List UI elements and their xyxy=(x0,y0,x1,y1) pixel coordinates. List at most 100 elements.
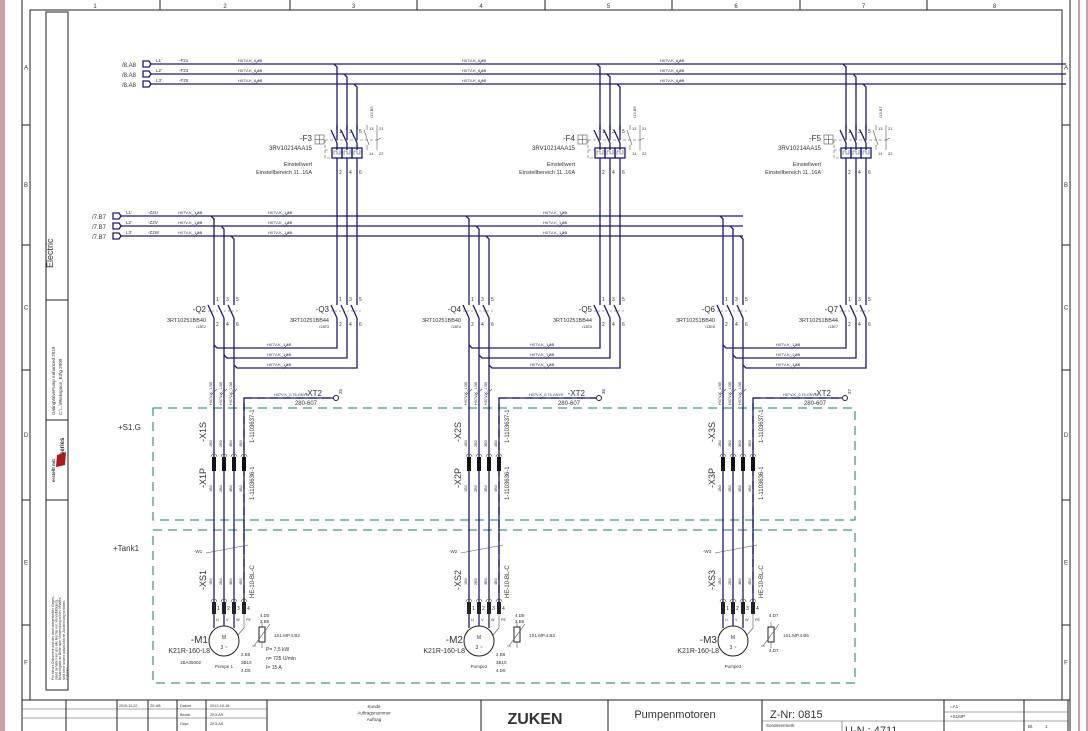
pin-number: 6 xyxy=(491,322,494,328)
motor-terminal xyxy=(222,602,226,614)
column-label: 2 xyxy=(223,4,227,10)
contact-blade xyxy=(350,129,358,144)
core-label: 2B0 xyxy=(474,485,478,492)
core-label: 2B0 xyxy=(474,440,478,447)
motor-type: K21R-160-L8 xyxy=(168,648,210,655)
motor-speed: n= 725 U/min xyxy=(266,656,296,662)
socket-icon xyxy=(729,453,737,458)
wire-slash xyxy=(253,79,260,86)
feed-arrow-icon xyxy=(112,212,122,220)
pin-number: 2 xyxy=(471,322,474,328)
pin-number: 3 xyxy=(481,297,484,303)
wire-spec: H07V-K_1.5B xyxy=(209,382,213,405)
core-label: 4B0 xyxy=(239,578,243,585)
location-label: +S1.G xyxy=(118,423,141,432)
contactor-type: 3RT10251BB40 xyxy=(167,318,206,324)
motor-icon xyxy=(463,625,495,657)
breaker-ref: /13.B7 xyxy=(878,106,883,118)
motor-terminal xyxy=(467,602,471,614)
wire-spec: H07V-K_1.5B xyxy=(728,382,732,405)
pin-number: 5 xyxy=(359,129,362,135)
terminal-part: 280-607 xyxy=(295,401,318,407)
core-label: 4B0 xyxy=(239,485,243,492)
pe-line xyxy=(752,397,842,606)
core-label: 2B0 xyxy=(728,485,732,492)
wire-spec: H07V-K_6.0B xyxy=(462,78,487,83)
wire-slash xyxy=(253,59,260,66)
breaker-range: Einstellbereich 11..16A xyxy=(519,170,575,176)
contactor-feed-line xyxy=(485,235,490,300)
plug-tag: -X1P xyxy=(198,468,208,488)
customer-label: Auftrag xyxy=(367,717,382,722)
return-line xyxy=(742,325,867,369)
mechanical-link xyxy=(324,139,379,159)
e3-series-logo: series xyxy=(56,437,66,467)
breaker-type: 3RV10214AA15 xyxy=(532,146,576,152)
location-box-s1g xyxy=(152,407,856,521)
wire-spec: H07V-K_6.0B xyxy=(238,58,263,63)
overload-icon xyxy=(862,150,870,155)
contact-blade xyxy=(340,129,348,144)
wire-spec: H07V-K_1.5B xyxy=(229,382,233,405)
disclaimer-line: sind ohne unsere ausdrückliche Zustimmun… xyxy=(62,600,66,680)
motor-terminal-number: 4 xyxy=(756,606,759,612)
contactor-ref: /13E5 xyxy=(582,325,592,329)
contact-blade xyxy=(472,304,480,319)
thermistor-ref: 1S1.MP.4.B3 xyxy=(529,633,555,638)
pin-number: 2 xyxy=(602,322,605,328)
motor-symbol-phase: 3 ~ xyxy=(220,645,227,651)
motor-terminal xyxy=(751,602,755,614)
wire-slash xyxy=(485,388,493,396)
socket-icon xyxy=(230,598,238,603)
core-label: 1B0 xyxy=(209,485,213,492)
terminal-number: 36 xyxy=(601,388,606,394)
breaker-feed-line xyxy=(606,73,611,140)
wire-slash xyxy=(282,363,289,370)
terminal-icon xyxy=(842,395,848,401)
function-designation: =A1 xyxy=(950,704,959,709)
column-label: 3 xyxy=(352,4,356,10)
wire-segment xyxy=(639,137,645,141)
pe-line xyxy=(498,397,596,606)
breaker-tag: -F4 xyxy=(563,134,576,143)
core-label: 1B0 xyxy=(718,578,722,585)
wire-slash xyxy=(283,231,290,238)
core-label: 4B0 xyxy=(494,485,498,492)
core-label: 2B0 xyxy=(728,578,732,585)
outer-frame xyxy=(21,0,1071,731)
drawing-title: Pumpenmotoren xyxy=(634,709,715,721)
plug-pin xyxy=(467,457,471,471)
socket-icon xyxy=(485,453,493,458)
pin-number: 5 xyxy=(868,297,871,303)
plug-pin xyxy=(477,457,481,471)
wire-segment xyxy=(376,137,382,141)
column-label: 8 xyxy=(993,4,997,10)
wire-spec: H07V-K_6.0B xyxy=(238,68,263,73)
wire-slash xyxy=(193,231,200,238)
plug-pin xyxy=(751,457,755,471)
row-label-right: D xyxy=(1064,433,1069,439)
socket-icon xyxy=(495,453,503,458)
contactor-ref: /13E7 xyxy=(828,325,838,329)
core-label: 3B0 xyxy=(738,485,742,492)
contactor-tag: -Q2 xyxy=(193,305,207,314)
plug-part: 1-1103636-1 xyxy=(250,466,256,500)
row-label-right: C xyxy=(1064,306,1069,312)
terminal-tag: -XT2 xyxy=(305,389,323,398)
motor-current: I= 15 A xyxy=(266,665,282,671)
contactor-feed-line xyxy=(230,235,235,300)
core-label: 4B0 xyxy=(239,440,243,447)
wire-slash xyxy=(675,69,682,76)
breaker-type: 3RV10214AA15 xyxy=(778,146,822,152)
pin-number: 3 xyxy=(612,297,615,303)
contactor-tag: -Q7 xyxy=(825,305,839,314)
pin-number: 6 xyxy=(236,322,239,328)
title-label: Gepr. xyxy=(180,722,189,726)
breaker-type: 3RV10214AA15 xyxy=(269,146,313,152)
column-label: 1 xyxy=(93,4,97,10)
sensor-ref: 4.D6 xyxy=(515,613,525,618)
feed-signal: L2' xyxy=(126,220,132,225)
motor-tag: -M2 xyxy=(446,635,464,646)
